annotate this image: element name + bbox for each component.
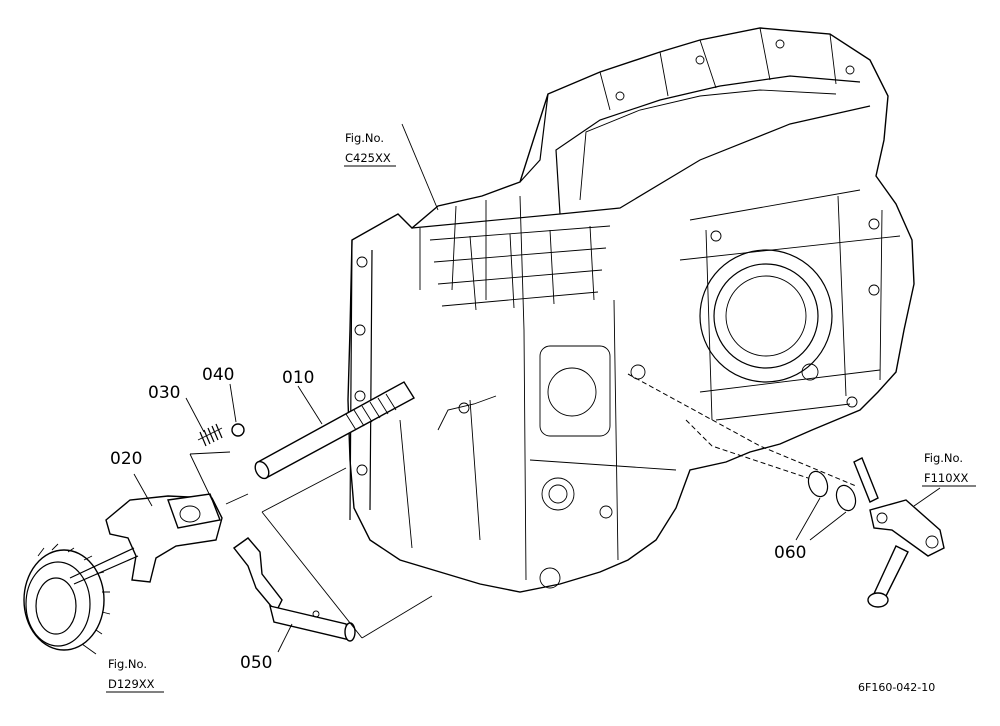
part-label-060: 060: [774, 543, 806, 563]
part-label-030: 030: [148, 383, 180, 403]
fig-ref-c425-code: C425XX: [345, 151, 391, 165]
spring-030: [197, 423, 223, 447]
o-rings-060: [807, 470, 857, 512]
transmission-case: [347, 27, 915, 593]
part-label-050: 050: [240, 653, 272, 673]
lever-assembly: [853, 457, 945, 608]
leader-010: [297, 385, 323, 425]
shift-fork-020: [105, 493, 223, 583]
part-label-040: 040: [202, 365, 234, 385]
leader-050: [277, 623, 293, 653]
shift-arm-050: [232, 537, 356, 642]
leader-f110: [913, 487, 941, 507]
leader-040: [229, 383, 237, 423]
ball-040: [231, 423, 245, 437]
shifter-gear: [23, 543, 139, 651]
labels: Fig.No. C425XX 010 040 030 020 050 060 F…: [106, 131, 976, 694]
part-label-010: 010: [282, 368, 314, 388]
leader-lines: [81, 123, 941, 655]
leader-060: [795, 497, 847, 541]
fig-ref-d129-code: D129XX: [108, 677, 155, 691]
leader-d129: [81, 643, 97, 655]
fig-ref-f110-code: F110XX: [924, 471, 968, 485]
shift-fork-shaft-010: [254, 381, 415, 480]
leader-c425: [401, 123, 439, 211]
fig-ref-c425-title: Fig.No.: [345, 131, 384, 145]
leader-020: [133, 473, 153, 507]
fig-ref-f110-title: Fig.No.: [924, 451, 963, 465]
part-label-020: 020: [110, 449, 142, 469]
fig-ref-d129-title: Fig.No.: [108, 657, 147, 671]
drawing-code: 6F160-042-10: [858, 681, 935, 694]
leader-030: [185, 397, 205, 433]
